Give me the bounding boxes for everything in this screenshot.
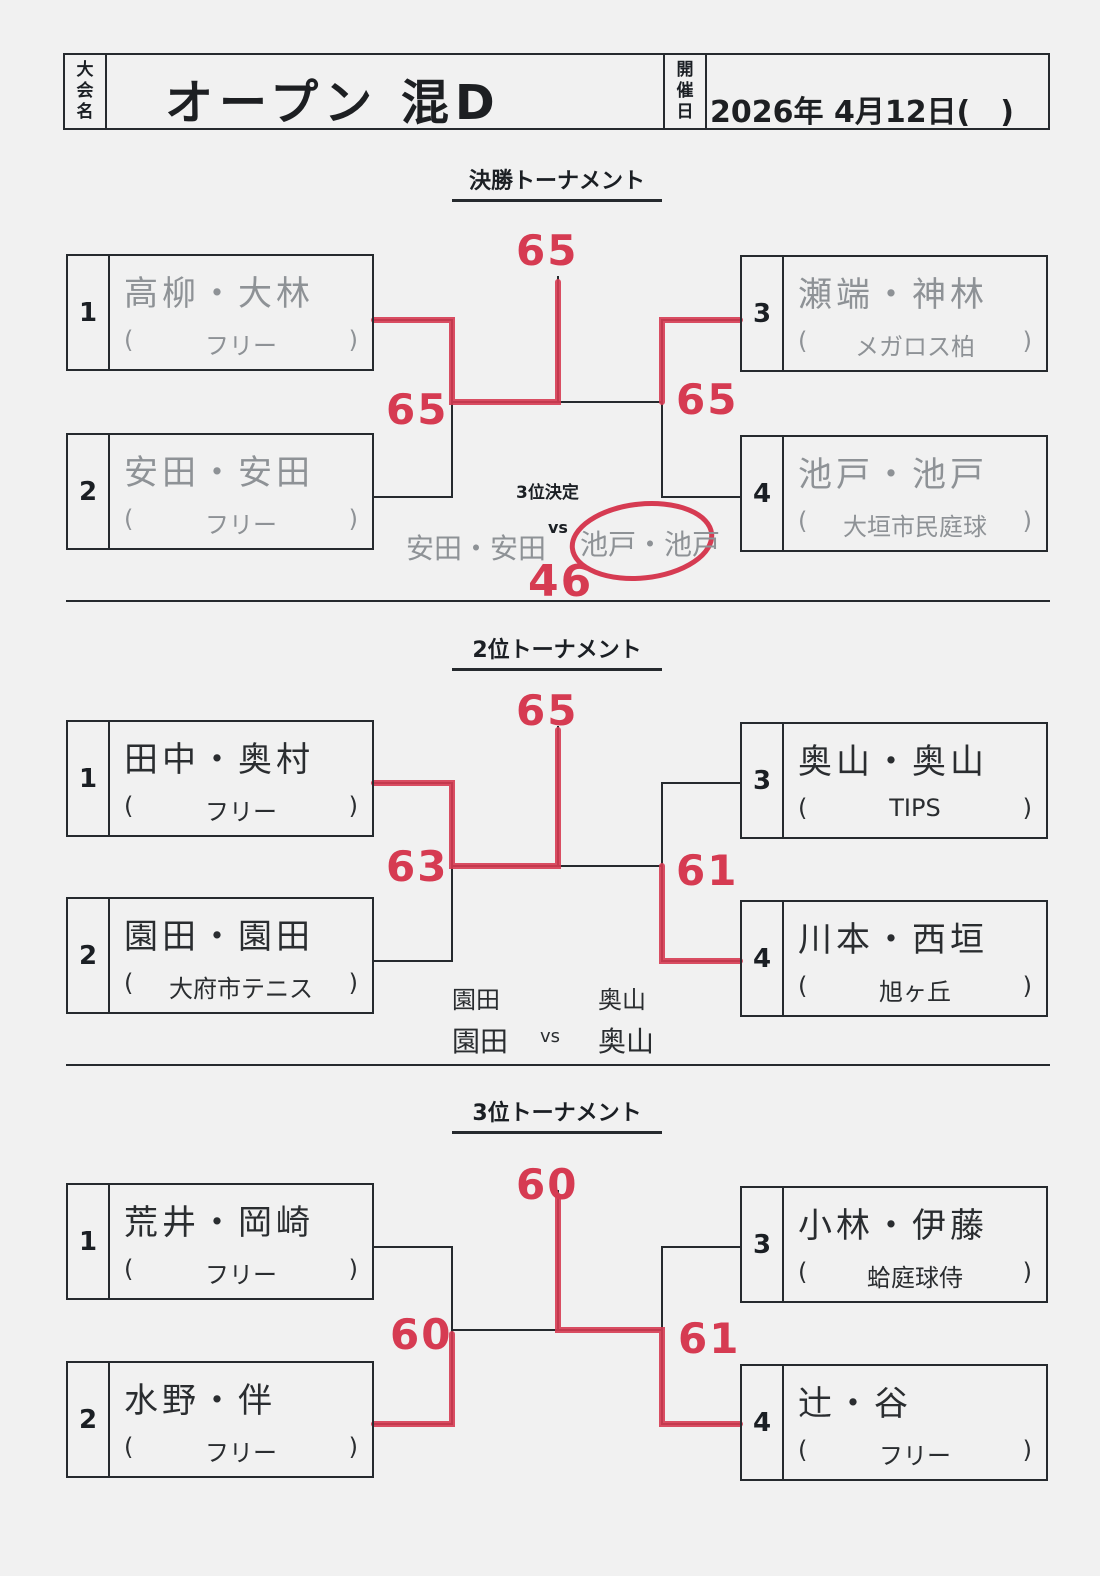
team-club: (蛤庭球侍) — [798, 1258, 1032, 1292]
team-entry: 1 田中・奥村 (フリー) — [66, 720, 374, 837]
team-entry: 2 安田・安田 (フリー) — [66, 433, 374, 550]
seed-number: 4 — [742, 902, 784, 1015]
winner-circle — [569, 500, 715, 582]
third-place-score: 46 — [528, 556, 594, 607]
team-entry: 3 小林・伊藤 (蛤庭球侍) — [740, 1186, 1048, 1303]
team-names: 高柳・大林 — [124, 274, 314, 314]
winner-path — [659, 317, 743, 405]
third-place-vs: vs — [548, 518, 568, 537]
section-title-third: 3位トーナメント — [452, 1095, 662, 1134]
semi-score-left: 65 — [386, 385, 449, 434]
winner-path — [659, 863, 743, 964]
note-left-bottom: 園田 — [452, 1025, 509, 1058]
team-entry: 2 園田・園田 (大府市テニス) — [66, 897, 374, 1014]
section-title-second: 2位トーナメント — [452, 632, 662, 671]
team-names: 田中・奥村 — [124, 740, 314, 780]
note-left-top: 園田 — [452, 986, 500, 1014]
team-names: 園田・園田 — [124, 917, 314, 957]
team-club: (フリー) — [798, 1436, 1032, 1470]
winner-path — [371, 279, 561, 405]
third-place-left: 安田・安田 — [406, 532, 547, 565]
team-names: 川本・西垣 — [798, 920, 988, 960]
seed-number: 3 — [742, 724, 784, 837]
team-entry: 2 水野・伴 (フリー) — [66, 1361, 374, 1478]
team-names: 瀬端・神林 — [798, 275, 988, 315]
team-names: 池戸・池戸 — [798, 455, 988, 495]
seed-number: 2 — [68, 435, 110, 548]
event-name-label: 大 会 名 — [65, 55, 107, 128]
seed-number: 1 — [68, 1185, 110, 1298]
team-names: 荒井・岡崎 — [124, 1203, 314, 1243]
date-label: 開 催 日 — [663, 55, 707, 128]
note-right-top: 奥山 — [598, 986, 646, 1014]
team-entry: 4 辻・谷 (フリー) — [740, 1364, 1048, 1481]
seed-number: 3 — [742, 1188, 784, 1301]
semi-score-right: 61 — [676, 846, 739, 895]
team-entry: 1 荒井・岡崎 (フリー) — [66, 1183, 374, 1300]
semi-score-right: 61 — [678, 1314, 741, 1363]
team-club: (フリー) — [124, 1255, 358, 1289]
team-club: (メガロス柏) — [798, 327, 1032, 361]
team-names: 安田・安田 — [124, 453, 314, 493]
team-entry: 3 瀬端・神林 (メガロス柏) — [740, 255, 1048, 372]
team-club: (フリー) — [124, 505, 358, 539]
seed-number: 3 — [742, 257, 784, 370]
seed-number: 1 — [68, 256, 110, 369]
section-divider — [66, 600, 1050, 602]
seed-number: 2 — [68, 1363, 110, 1476]
semi-score-right: 65 — [676, 375, 739, 424]
team-club: (TIPS) — [798, 794, 1032, 822]
team-names: 水野・伴 — [124, 1381, 276, 1421]
semi-score-left: 63 — [386, 842, 449, 891]
section-title-final: 決勝トーナメント — [452, 163, 662, 202]
team-club: (フリー) — [124, 792, 358, 826]
third-place-right: 池戸・池戸 — [580, 528, 721, 561]
team-names: 奥山・奥山 — [798, 742, 988, 782]
team-club: (フリー) — [124, 1433, 358, 1467]
team-club: (大府市テニス) — [124, 969, 358, 1003]
team-club: (大垣市民庭球) — [798, 507, 1032, 541]
seed-number: 1 — [68, 722, 110, 835]
team-names: 辻・谷 — [798, 1384, 912, 1424]
team-entry: 4 池戸・池戸 (大垣市民庭球) — [740, 435, 1048, 552]
winner-path — [371, 1331, 455, 1427]
team-entry: 4 川本・西垣 (旭ヶ丘) — [740, 900, 1048, 1017]
seed-number: 4 — [742, 1366, 784, 1479]
winner-path — [371, 727, 561, 869]
team-names: 小林・伊藤 — [798, 1206, 988, 1246]
seed-number: 2 — [68, 899, 110, 1012]
final-score: 65 — [516, 226, 579, 275]
event-date: 2026年 4月12日( ) — [710, 95, 1014, 130]
team-club: (旭ヶ丘) — [798, 972, 1032, 1006]
team-club: (フリー) — [124, 326, 358, 360]
seed-number: 4 — [742, 437, 784, 550]
event-name: オープン 混D — [165, 75, 501, 131]
section-divider — [66, 1064, 1050, 1066]
team-entry: 3 奥山・奥山 (TIPS) — [740, 722, 1048, 839]
final-score: 65 — [516, 686, 579, 735]
winner-path — [555, 1193, 743, 1427]
final-score: 60 — [516, 1160, 579, 1209]
semi-score-left: 60 — [390, 1310, 453, 1359]
third-place-label: 3位決定 — [516, 483, 579, 503]
team-entry: 1 高柳・大林 (フリー) — [66, 254, 374, 371]
event-header: 大 会 名 オープン 混D 開 催 日 2026年 4月12日( ) — [63, 53, 1050, 131]
note-vs: vs — [540, 1026, 561, 1047]
note-right-bottom: 奥山 — [598, 1025, 655, 1058]
